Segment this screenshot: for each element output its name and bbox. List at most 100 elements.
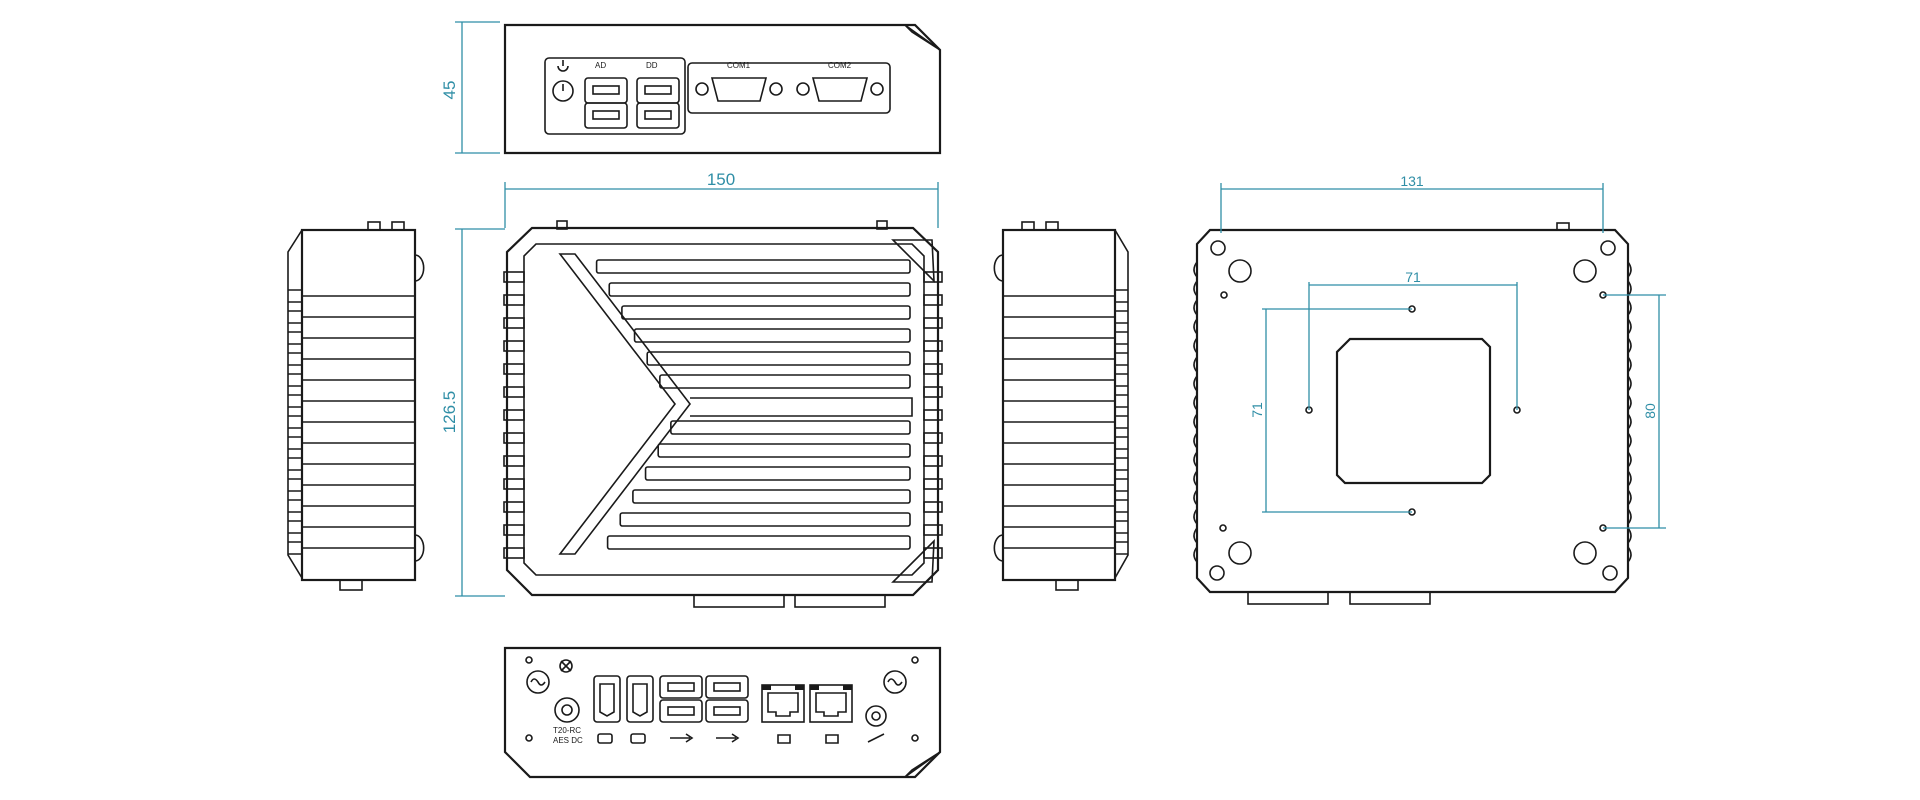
rib-right [1627,337,1632,354]
fin-slat [646,351,911,366]
mount-vertical-label: 71 [1249,402,1265,418]
right-side-view [993,221,1129,591]
rib-left [1193,451,1198,468]
left-rib [503,386,525,398]
com1-port: COM1 [695,61,783,102]
rib-right [1627,299,1632,316]
fin [1114,289,1128,303]
fin [1114,457,1128,471]
right-rib [923,409,943,421]
right-rib [923,340,943,352]
fin-slat [632,489,911,504]
rib-right [1627,451,1632,468]
left-rib [503,547,525,559]
fin-slat [606,535,911,550]
rib-left [1193,432,1198,449]
rib-left [1193,394,1198,411]
rib-left [1193,527,1198,544]
fin [288,520,303,534]
right-fins [1003,289,1128,555]
fin-slat [621,305,911,320]
mount-horizontal-dimension: 71 [1308,269,1518,410]
fin-slat [633,328,911,343]
fin [1114,520,1128,534]
mount-horizontal-label: 71 [1405,269,1421,285]
ground-icon [526,670,550,694]
right-rib [923,363,943,375]
fin [1114,331,1128,345]
rib-right [1627,546,1632,563]
height-dimension-label: 45 [440,81,459,100]
fin [1114,394,1128,408]
rib-left [1193,470,1198,487]
hole-span-label: 80 [1642,403,1658,419]
rib-left [1193,299,1198,316]
right-rib [923,524,943,536]
rib-right [1627,470,1632,487]
fin-slat [659,374,911,389]
bottom-view: 131 71 71 80 [1193,173,1666,605]
dc-label-1: T20-RC [553,726,581,735]
com2-port: COM2 [796,61,884,102]
rib-right [1627,356,1632,373]
rib-right [1627,489,1632,506]
fin-slat [608,282,911,297]
heatsink-chevron [558,253,913,555]
left-rib [503,363,525,375]
left-rib [503,478,525,490]
dc-label-2: AES DC [553,736,583,745]
right-rib [923,501,943,513]
rib-left [1193,375,1198,392]
fin [288,373,303,387]
left-rib [503,271,525,283]
fin [1114,352,1128,366]
fin [288,457,303,471]
dc-jack: T20-RC AES DC [553,697,583,745]
rib-right [1627,318,1632,335]
fin [288,415,303,429]
depth-dimension-label: 126.5 [440,391,459,434]
right-rib [923,547,943,559]
rib-right [1627,375,1632,392]
left-rib [503,340,525,352]
hdmi-port-1 [593,675,621,744]
usb-port-group-front-b: DD [636,61,680,129]
width-dimension-label: 150 [707,170,735,189]
fin [288,310,303,324]
rib-left [1193,413,1198,430]
hole-span-dimension: 80 [1603,294,1666,529]
rear-view: T20-RC AES DC [503,646,942,779]
fan-icon [559,659,573,673]
rib-right [1627,394,1632,411]
fin [1114,541,1128,555]
left-rib [503,294,525,306]
com1-label: COM1 [727,61,751,70]
depth-dimension: 126.5 [440,228,505,597]
fin [288,499,303,513]
fin [288,289,303,303]
fin [1114,436,1128,450]
fin [288,541,303,555]
fin-slat [644,466,911,481]
left-side-view [287,221,425,591]
left-fins [288,289,415,555]
rib-left [1193,356,1198,373]
power-switch [865,705,887,743]
height-dimension: 45 [440,21,500,154]
right-rib [923,386,943,398]
left-rib [503,501,525,513]
left-rib [503,524,525,536]
fin [1114,478,1128,492]
usb-a-label: AD [595,61,606,70]
top-heatsink-fins [595,259,911,550]
bottom-side-ribs [1193,261,1632,563]
ethernet-port-1 [761,684,805,744]
bottom-width-dimension-label: 131 [1400,173,1424,189]
left-rib [503,455,525,467]
width-dimension: 150 [504,170,939,228]
fin [288,331,303,345]
power-button-icon [552,60,574,102]
rib-left [1193,489,1198,506]
fin [288,436,303,450]
